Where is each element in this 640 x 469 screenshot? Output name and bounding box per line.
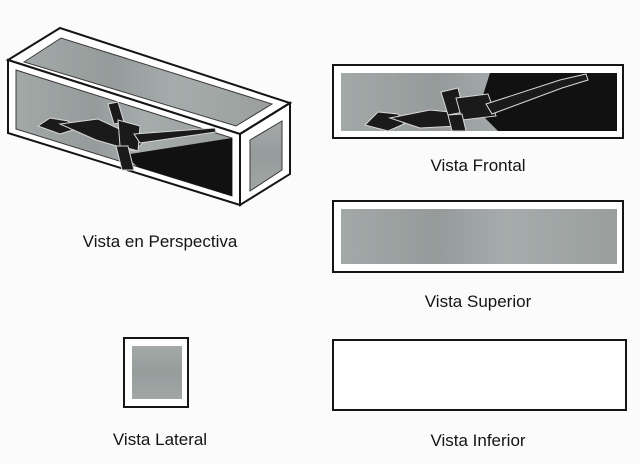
superior-view-label: Vista Superior [424,292,532,311]
frontal-view [332,64,624,139]
superior-panel [341,209,617,264]
perspective-robot-arm-silhouette [36,101,217,171]
perspective-top-panel [22,37,274,127]
perspective-front-dark-region [124,138,232,196]
perspective-side-panel [249,120,283,192]
inferior-frame [332,339,627,411]
frontal-dark-region [478,73,617,131]
frontal-view-label: Vista Frontal [430,156,526,175]
perspective-view-label: Vista en Perspectiva [82,232,238,251]
inferior-view-label: Vista Inferior [430,431,526,450]
lateral-view-label: Vista Lateral [112,430,208,449]
inferior-view [332,339,627,411]
frontal-robot-arm-silhouette [364,73,589,132]
superior-view [332,200,624,273]
lateral-view [123,337,189,408]
perspective-box [5,26,293,207]
lateral-panel [132,346,182,399]
